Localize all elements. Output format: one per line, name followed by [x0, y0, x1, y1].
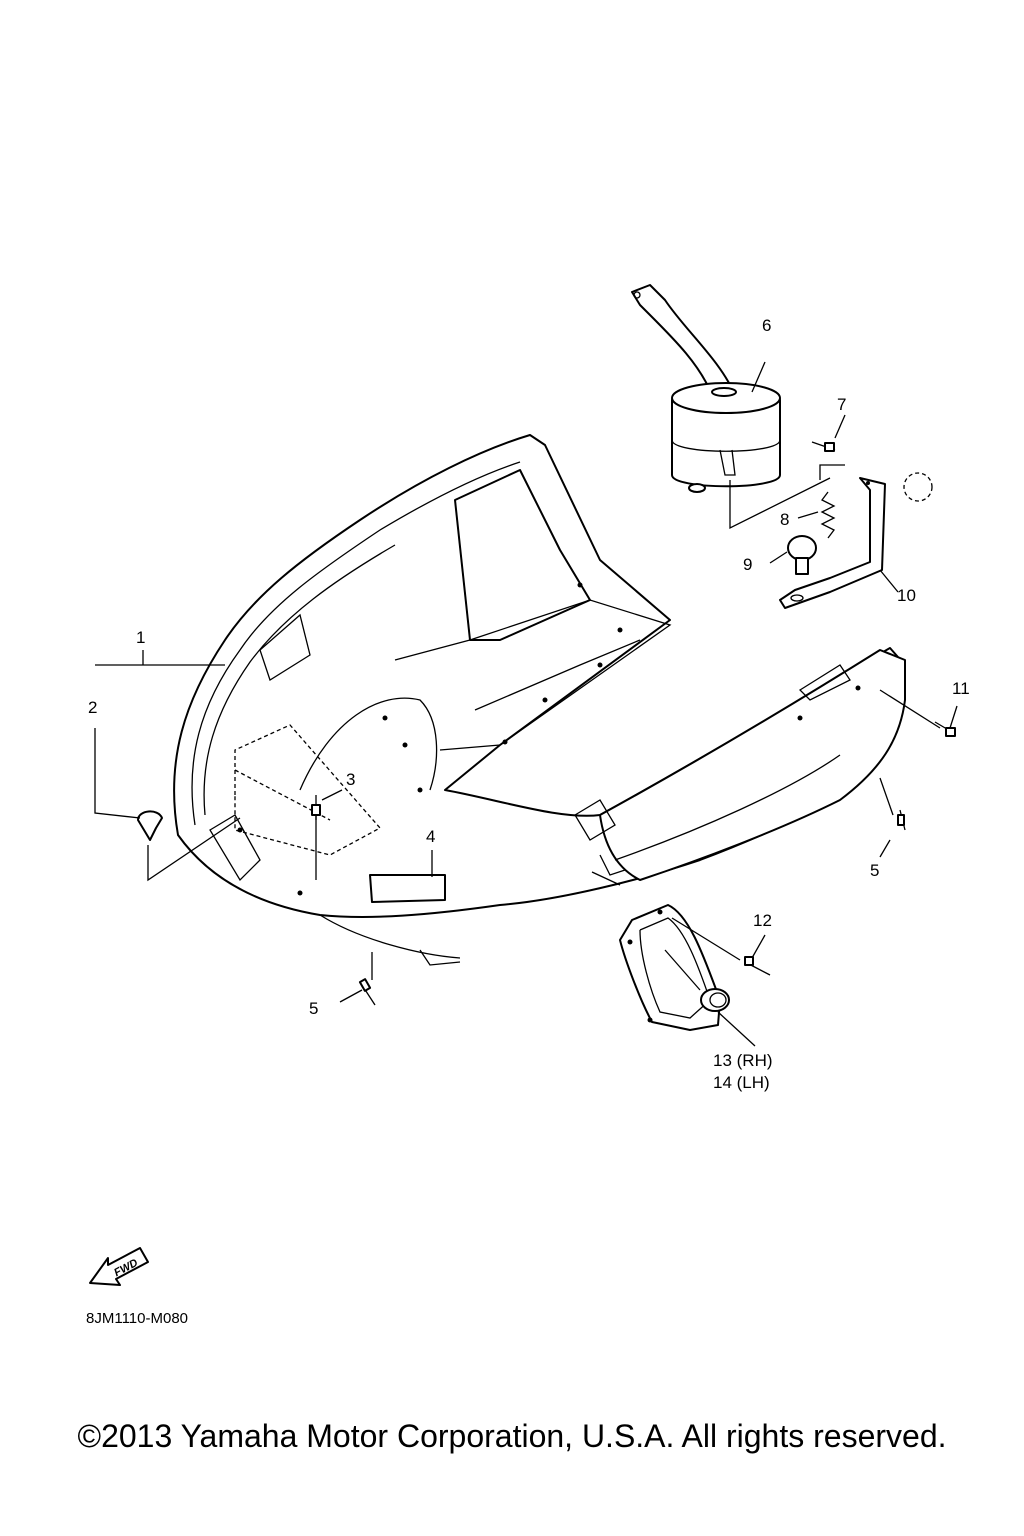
bracket-part-10 [779, 477, 886, 609]
callout-8: 8 [780, 510, 789, 529]
rivet-part-12 [744, 956, 771, 976]
label-part-4 [369, 874, 446, 903]
callout-5-right: 5 [870, 861, 879, 880]
callout-2: 2 [88, 698, 97, 717]
bolt-part-7 [811, 441, 836, 452]
rivet-part-5-left [358, 978, 376, 1006]
screw-part-11 [934, 721, 956, 737]
copyright-notice: ©2013 Yamaha Motor Corporation, U.S.A. A… [77, 1418, 947, 1454]
callout-3: 3 [346, 770, 355, 789]
muffler-part-6 [631, 284, 781, 493]
duct-part-13-14 [619, 904, 730, 1031]
callout-13-rh: 13 (RH) [713, 1051, 773, 1070]
callout-11: 11 [952, 679, 970, 698]
fwd-arrow-icon: FWD [89, 1247, 149, 1286]
callout-14-lh: 14 (LH) [713, 1073, 770, 1092]
clip-part-2 [137, 810, 163, 841]
callout-5-left: 5 [309, 999, 318, 1018]
callout-9: 9 [743, 555, 752, 574]
callout-labels: 1 2 3 4 5 5 6 7 8 9 10 11 12 13 (RH) 14 … [88, 316, 970, 1092]
callout-7: 7 [837, 395, 846, 414]
callout-4: 4 [426, 827, 435, 846]
mount-hole-reference [903, 472, 933, 502]
damper-part-9 [787, 535, 817, 575]
hull-body [173, 434, 906, 966]
rivet-part-5-right [897, 809, 906, 831]
leader-lines [94, 361, 958, 1047]
callout-12: 12 [753, 911, 772, 930]
spring-part-8 [820, 491, 836, 539]
callout-10: 10 [897, 586, 916, 605]
diagram-code: 8JM1110-M080 [86, 1310, 188, 1327]
callout-6: 6 [762, 316, 771, 335]
callout-1: 1 [136, 628, 145, 647]
